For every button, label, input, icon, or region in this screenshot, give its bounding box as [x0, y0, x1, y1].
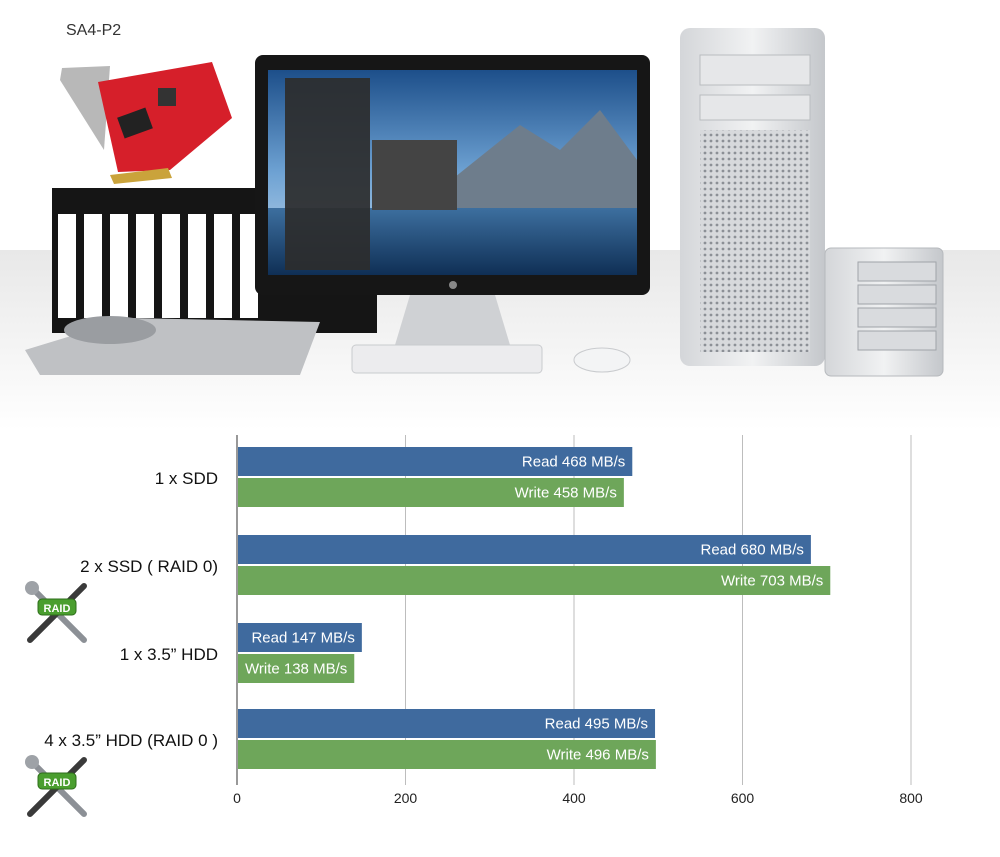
write-bar-label: Write 703 MB/s: [721, 573, 823, 590]
chart-x-axis-ticks: 0 200 400 600 800: [233, 790, 923, 806]
read-bar: [238, 447, 633, 476]
write-bar-label: Write 138 MB/s: [245, 661, 347, 678]
write-bar-label: Write 458 MB/s: [515, 485, 617, 502]
tower-image: [680, 28, 825, 366]
category-label: 1 x 3.5” HDD: [120, 645, 218, 664]
raid-badge-plate: [37, 598, 77, 616]
enclosure-image: [824, 247, 944, 377]
write-bar: [238, 654, 355, 683]
write-bar: [238, 566, 831, 595]
x-tick-label: 600: [731, 790, 755, 806]
wrench-head: [25, 755, 39, 769]
chart-raid-badges: RAID RAID: [25, 581, 87, 817]
write-bar-label: Write 496 MB/s: [547, 747, 649, 764]
write-bar: [238, 478, 624, 507]
raid-badge-text: RAID: [44, 777, 71, 789]
read-bar-label: Read 468 MB/s: [522, 454, 625, 471]
pcie-card-image: [60, 62, 232, 184]
product-model-label: SA4-P2: [66, 22, 122, 39]
write-bar: [238, 740, 656, 769]
read-bar: [238, 535, 811, 564]
category-label: 1 x SDD: [155, 469, 218, 488]
x-tick-label: 200: [394, 790, 418, 806]
drive-trays-image: [25, 188, 377, 375]
raid-badge-text: RAID: [44, 603, 71, 615]
x-tick-label: 0: [233, 790, 241, 806]
read-bar-label: Read 495 MB/s: [545, 716, 648, 733]
wrench-head: [25, 581, 39, 595]
category-label: 4 x 3.5” HDD (RAID 0 ): [44, 731, 218, 750]
monitor-image: [255, 55, 650, 374]
read-bar: [238, 623, 362, 652]
read-bar: [238, 709, 656, 738]
raid-tools-icon: RAID: [25, 755, 87, 817]
chart-category-labels: 1 x SDD 2 x SSD ( RAID 0) 1 x 3.5” HDD 4 x …: [44, 469, 218, 750]
product-photo: [0, 28, 1000, 430]
x-tick-label: 800: [899, 790, 923, 806]
raid-badge-plate: [37, 772, 77, 790]
category-label: 2 x SSD ( RAID 0): [80, 557, 218, 576]
read-bar-label: Read 680 MB/s: [701, 542, 804, 559]
x-tick-label: 400: [562, 790, 586, 806]
raid-tools-icon: RAID: [25, 581, 87, 643]
read-bar-label: Read 147 MB/s: [251, 630, 354, 647]
